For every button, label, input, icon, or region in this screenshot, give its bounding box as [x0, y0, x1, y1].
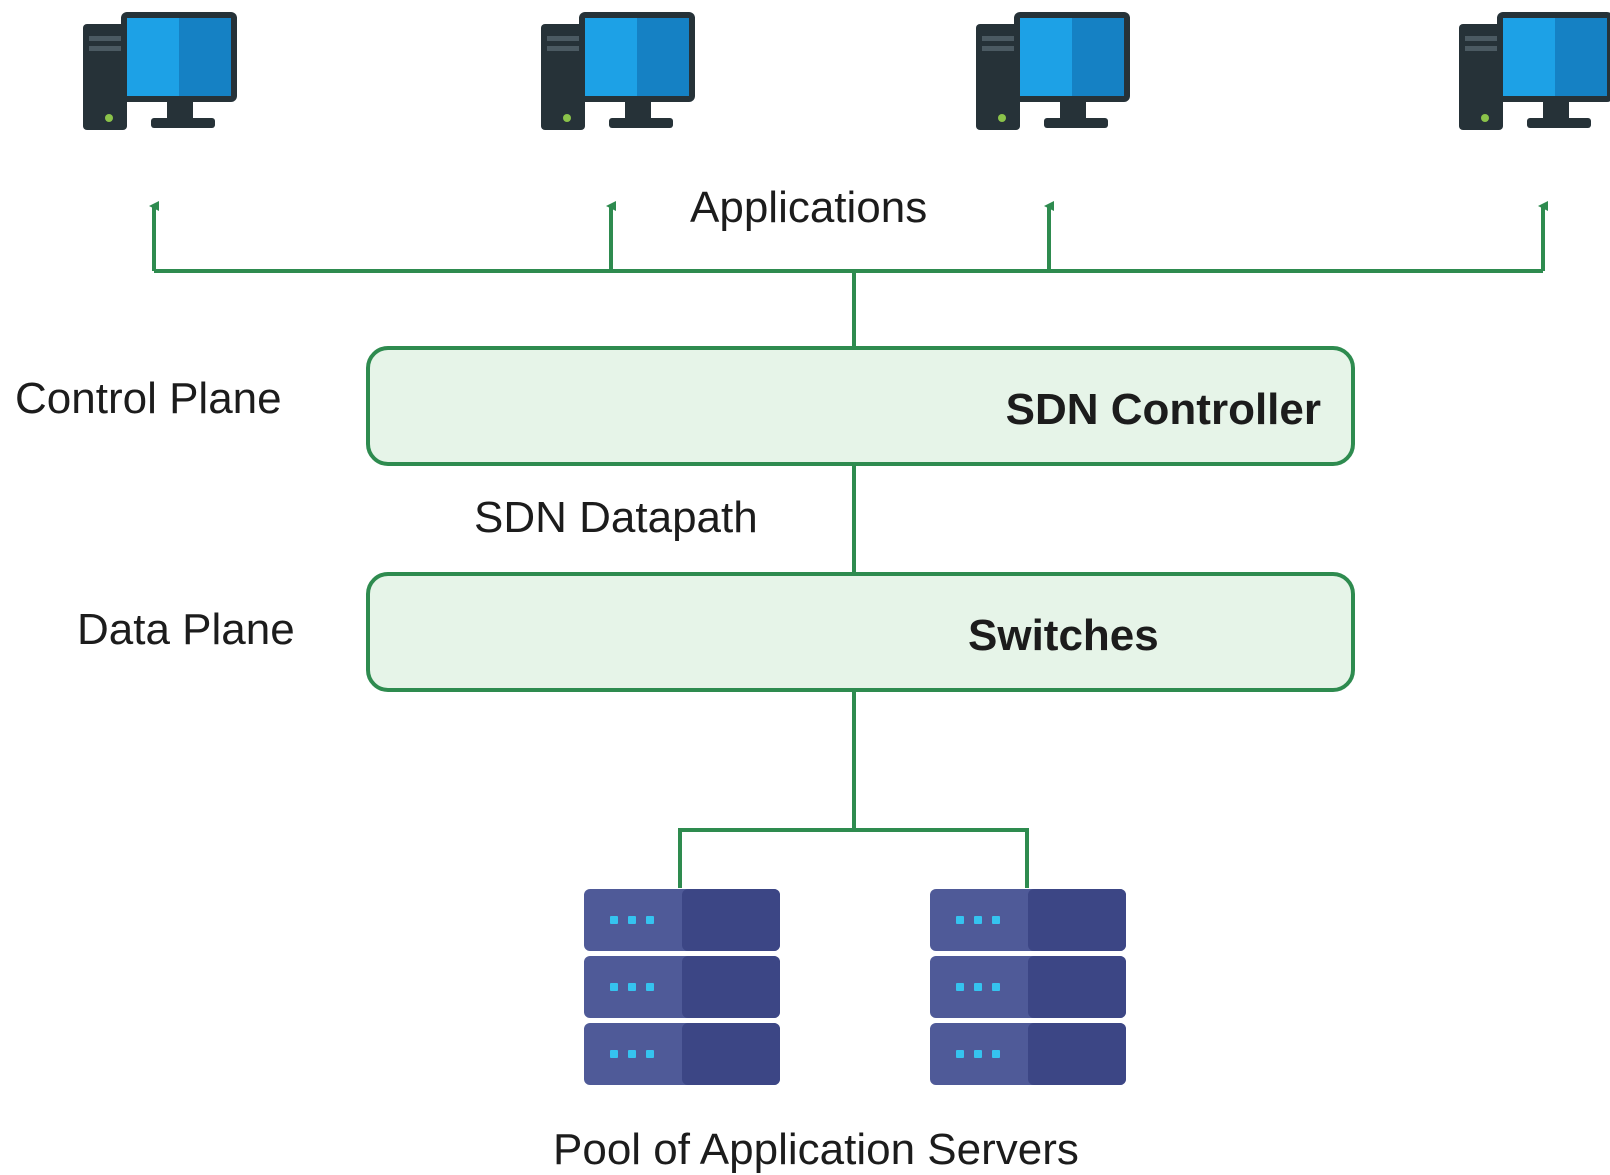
- data-plane-label: Data Plane: [77, 605, 295, 654]
- server-led: [646, 1050, 654, 1058]
- server-led: [628, 983, 636, 991]
- monitor-screen-left: [585, 18, 637, 96]
- sdn-datapath-label: SDN Datapath: [474, 493, 758, 542]
- desktop-computer-icon: [541, 12, 695, 130]
- tower-slot: [547, 36, 579, 41]
- client-computer-2: [541, 12, 696, 132]
- server-branch-line: [678, 828, 1029, 888]
- server-led: [628, 1050, 636, 1058]
- server-led: [610, 1050, 618, 1058]
- monitor-screen-left: [127, 18, 179, 96]
- desktop-computer-icon: [83, 12, 237, 130]
- monitor-screen-left: [1503, 18, 1555, 96]
- server-led: [610, 983, 618, 991]
- monitor-neck: [1060, 102, 1086, 120]
- server-led: [992, 983, 1000, 991]
- sdn-controller-label: SDN Controller: [1005, 385, 1321, 434]
- desktop-computer-icon: [1459, 12, 1610, 130]
- server-led: [992, 1050, 1000, 1058]
- server-led: [956, 1050, 964, 1058]
- server-rack-2: [930, 888, 1126, 1086]
- server-unit-shade: [682, 889, 780, 951]
- server-rack-1: [584, 888, 780, 1086]
- server-led: [956, 916, 964, 924]
- server-led: [646, 916, 654, 924]
- server-unit-shade: [1028, 1023, 1126, 1085]
- servers-label: Pool of Application Servers: [553, 1125, 1079, 1174]
- monitor-screen-left: [1020, 18, 1072, 96]
- tower-slot: [1465, 36, 1497, 41]
- sdn-controller-box: SDN Controller: [366, 346, 1355, 466]
- server-led: [974, 1050, 982, 1058]
- switches-label: Switches: [968, 611, 1159, 660]
- applications-label: Applications: [690, 183, 928, 232]
- server-led: [610, 916, 618, 924]
- power-led: [1481, 114, 1489, 122]
- tower-slot: [89, 46, 121, 51]
- client-computer-4: [1459, 12, 1610, 132]
- monitor-base: [1044, 118, 1108, 128]
- server-unit-shade: [1028, 889, 1126, 951]
- monitor-base: [609, 118, 673, 128]
- monitor-base: [151, 118, 215, 128]
- server-led: [646, 983, 654, 991]
- monitor-screen-right: [637, 18, 689, 96]
- server-led: [956, 983, 964, 991]
- monitor-screen-right: [1072, 18, 1124, 96]
- monitor-neck: [625, 102, 651, 120]
- power-led: [998, 114, 1006, 122]
- client-computer-3: [976, 12, 1131, 132]
- switches-box: Switches: [366, 572, 1355, 692]
- server-rack-icon: [930, 889, 1126, 1085]
- monitor-base: [1527, 118, 1591, 128]
- client-computer-1: [83, 12, 238, 132]
- server-led: [992, 916, 1000, 924]
- tower-slot: [1465, 46, 1497, 51]
- power-led: [105, 114, 113, 122]
- server-unit-shade: [682, 956, 780, 1018]
- server-unit-shade: [682, 1023, 780, 1085]
- tower-slot: [982, 36, 1014, 41]
- power-led: [563, 114, 571, 122]
- server-led: [628, 916, 636, 924]
- tower-slot: [89, 36, 121, 41]
- monitor-screen-right: [1555, 18, 1607, 96]
- tower-slot: [982, 46, 1014, 51]
- monitor-neck: [167, 102, 193, 120]
- server-rack-icon: [584, 889, 780, 1085]
- control-plane-label: Control Plane: [15, 374, 282, 423]
- server-led: [974, 983, 982, 991]
- monitor-screen-right: [179, 18, 231, 96]
- desktop-computer-icon: [976, 12, 1130, 130]
- monitor-neck: [1543, 102, 1569, 120]
- tower-slot: [547, 46, 579, 51]
- server-unit-shade: [1028, 956, 1126, 1018]
- server-led: [974, 916, 982, 924]
